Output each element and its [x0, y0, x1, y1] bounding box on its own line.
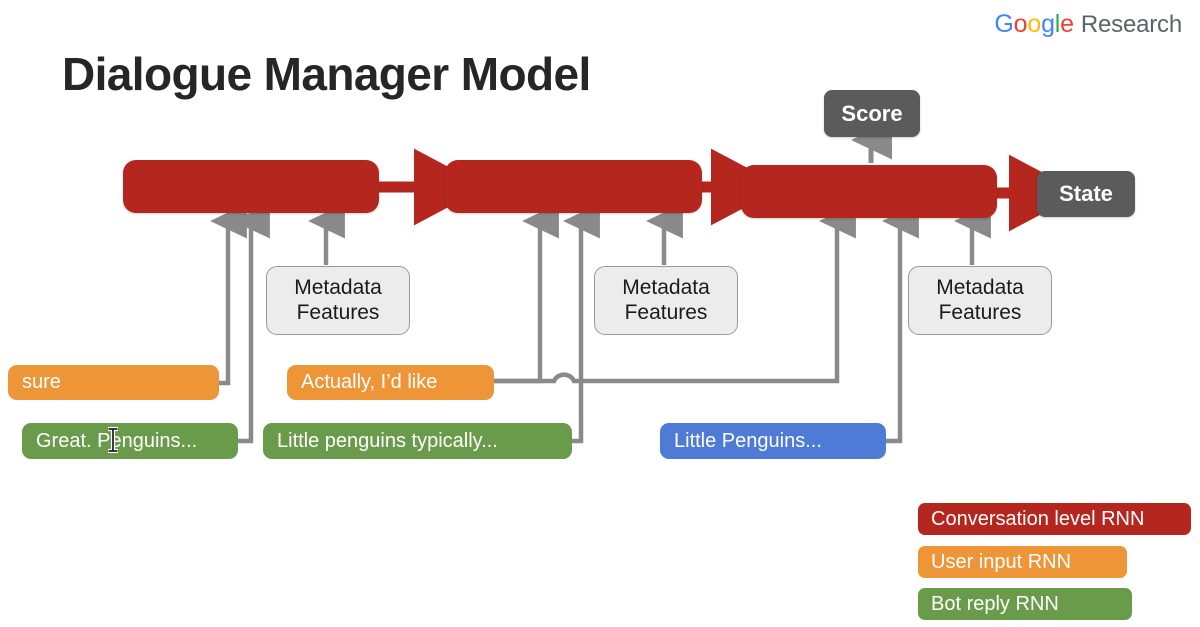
google-letter-e-5: e — [1060, 10, 1074, 38]
turn-chip-user-actually[interactable]: Actually, I’d like — [287, 365, 494, 400]
rnn-transition-arrows — [378, 148, 1082, 232]
metadata-line-2: Features — [296, 300, 380, 324]
metadata-line-1: Metadata — [622, 276, 710, 300]
metadata-features-box-1[interactable]: Metadata Features — [266, 266, 410, 335]
turn-chip-blue-little-penguins[interactable]: Little Penguins... — [660, 423, 886, 459]
turn-text: Little Penguins... — [674, 429, 822, 452]
state-label: State — [1059, 181, 1113, 206]
legend-item-user-input-rnn[interactable]: User input RNN — [918, 546, 1127, 578]
google-wordmark: Google — [994, 10, 1074, 39]
metadata-features-box-3[interactable]: Metadata Features — [908, 266, 1052, 335]
metadata-line-1: Metadata — [936, 276, 1024, 300]
legend-item-bot-reply-rnn[interactable]: Bot reply RNN — [918, 588, 1132, 620]
metadata-features-box-2[interactable]: Metadata Features — [594, 266, 738, 335]
legend-label: Conversation level RNN — [931, 507, 1145, 530]
metadata-line-2: Features — [938, 300, 1022, 324]
legend-label: Bot reply RNN — [931, 592, 1059, 615]
google-letter-g-3: g — [1041, 10, 1055, 38]
input-arrows-step-1 — [209, 203, 345, 444]
conversation-rnn-step-3[interactable] — [741, 165, 997, 218]
google-letter-l-4: l — [1054, 10, 1061, 38]
page-title: Dialogue Manager Model — [62, 48, 591, 100]
turn-text: Little penguins typically... — [277, 429, 498, 452]
legend-item-conversation-level-rnn[interactable]: Conversation level RNN — [918, 503, 1191, 535]
turn-chip-bot-little-penguins-typically[interactable]: Little penguins typically... — [263, 423, 572, 459]
score-box[interactable]: Score — [824, 90, 920, 137]
input-arrows-step-3 — [494, 203, 991, 444]
metadata-line-1: Metadata — [294, 276, 382, 300]
google-letter-o-2: o — [1027, 10, 1042, 38]
conversation-rnn-step-1[interactable] — [123, 160, 379, 213]
turn-text: Actually, I’d like — [301, 371, 438, 393]
turn-text: Great. Penguins... — [36, 429, 198, 452]
turn-chip-bot-great-penguins[interactable]: Great. Penguins... — [22, 423, 238, 459]
metadata-line-2: Features — [624, 300, 708, 324]
score-label: Score — [841, 100, 903, 126]
google-research-logo: Google Research — [994, 10, 1182, 39]
research-wordmark: Research — [1080, 11, 1182, 38]
google-letter-o-1: o — [1013, 10, 1028, 38]
turn-chip-user-sure[interactable]: sure — [8, 365, 219, 400]
conversation-rnn-step-2[interactable] — [445, 160, 702, 213]
turn-text: sure — [22, 371, 61, 393]
legend-label: User input RNN — [931, 550, 1072, 573]
state-box[interactable]: State — [1037, 171, 1135, 217]
google-letter-g-0: G — [994, 10, 1014, 38]
